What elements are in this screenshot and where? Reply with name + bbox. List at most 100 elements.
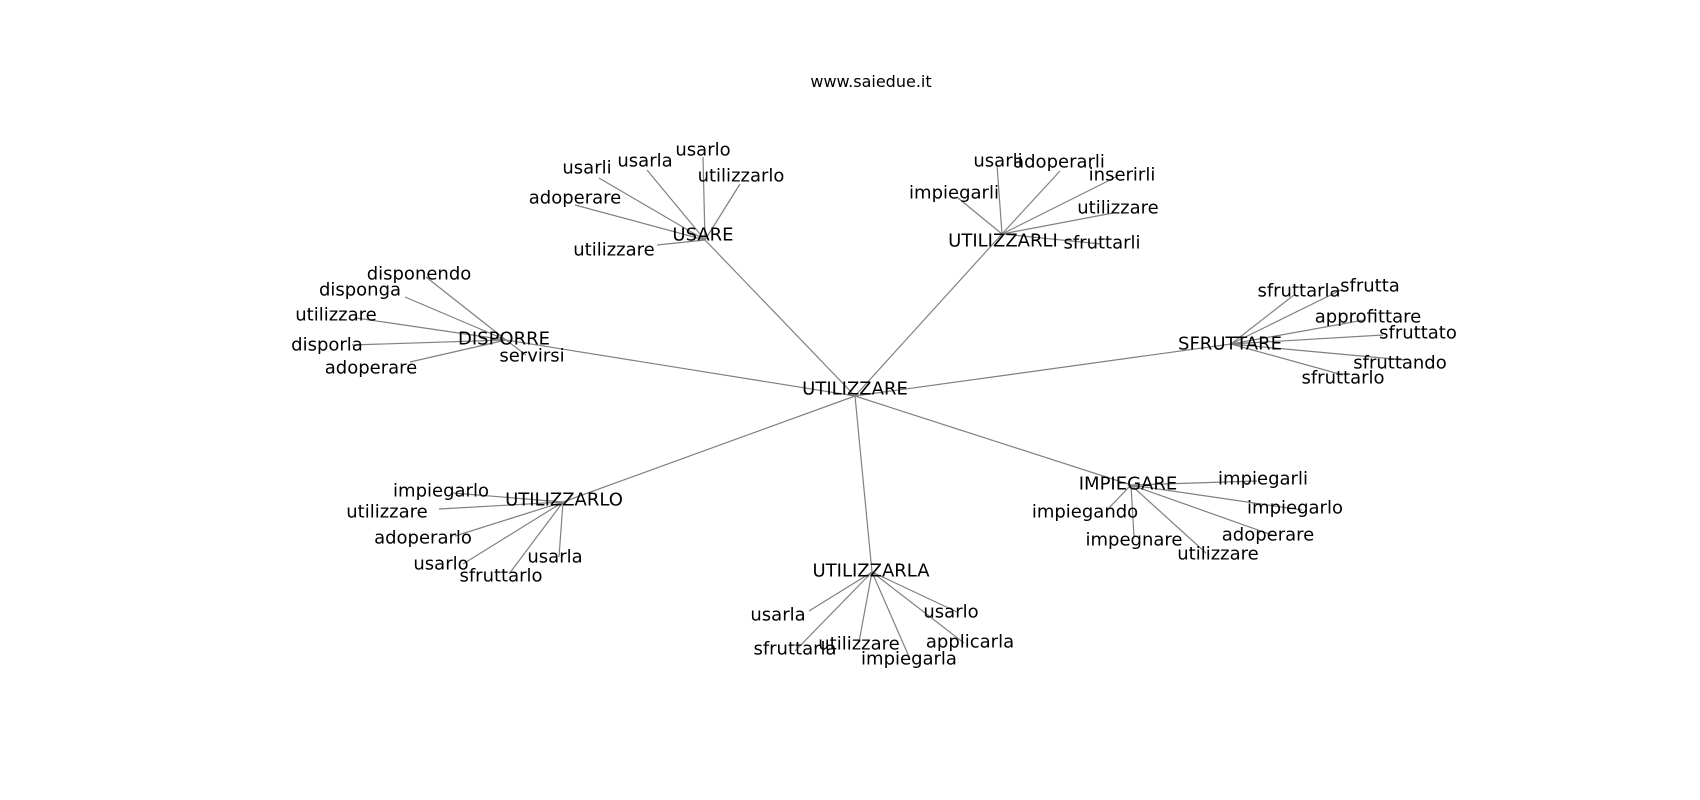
leaf-node-label: utilizzare	[346, 502, 427, 523]
leaf-node-label: usarlo	[413, 554, 468, 575]
leaf-node-label: usarli	[973, 151, 1022, 172]
leaf-node-label: utilizzare	[818, 634, 899, 655]
leaf-node-label: utilizzarlo	[698, 166, 785, 187]
edge-hub-to-leaf	[1230, 343, 1344, 376]
diagram-title: www.saiedue.it	[810, 72, 931, 91]
edge-hub-to-leaf	[1130, 480, 1258, 486]
edge-center-to-hub	[854, 343, 1232, 397]
edge-hub-to-leaf	[1001, 233, 1102, 245]
edge-hub-to-leaf	[574, 204, 706, 241]
leaf-node-label: impiegarlo	[1247, 498, 1343, 519]
edge-hub-to-leaf	[1130, 484, 1276, 537]
edge-hub-to-leaf	[1230, 288, 1344, 345]
edge-hub-to-leaf	[996, 164, 1003, 235]
leaf-node-label: usarla	[750, 605, 805, 626]
leaf-node-label: sfrutta	[1340, 276, 1400, 297]
leaf-node-label: impiegarli	[1218, 469, 1308, 490]
leaf-node-label: usarla	[617, 151, 672, 172]
hub-node-label: UTILIZZARLO	[505, 490, 623, 511]
edge-hub-to-leaf	[462, 501, 564, 565]
leaf-node-label: adoperare	[325, 358, 417, 379]
edge-hub-to-leaf	[1130, 484, 1135, 538]
edge-hub-to-leaf	[1230, 294, 1295, 345]
leaf-node-label: adoperare	[1222, 525, 1314, 546]
leaf-node-label: impiegando	[1032, 502, 1138, 523]
edge-hub-to-leaf	[808, 571, 873, 612]
edge-center-to-hub	[562, 395, 856, 503]
edges-layer	[351, 156, 1406, 660]
edge-hub-to-leaf	[425, 276, 507, 341]
edge-center-to-hub	[505, 339, 856, 397]
leaf-node-label: usarlo	[923, 602, 978, 623]
edge-hub-to-leaf	[558, 501, 564, 558]
edge-hub-to-leaf	[454, 501, 564, 537]
edge-hub-to-leaf	[1001, 175, 1119, 235]
edge-hub-to-leaf	[351, 339, 507, 346]
hub-node-label: DISPORRE	[458, 329, 550, 350]
leaf-node-label: utilizzare	[1177, 544, 1258, 565]
edge-hub-to-leaf	[1130, 484, 1303, 511]
leaf-node-label: sfruttato	[1379, 323, 1457, 344]
edge-hub-to-leaf	[438, 501, 564, 510]
leaf-node-label: disponendo	[367, 264, 472, 285]
edge-hub-to-leaf	[508, 501, 564, 575]
leaf-node-label: utilizzare	[573, 240, 654, 261]
edge-hub-to-leaf	[957, 197, 1003, 235]
leaf-node-label: sfruttarla	[1257, 281, 1340, 302]
edge-hub-to-leaf	[1230, 334, 1384, 345]
leaf-node-label: impegnare	[1086, 530, 1183, 551]
leaf-node-label: usarlo	[675, 140, 730, 161]
edge-hub-to-leaf	[871, 571, 958, 613]
leaf-node-label: sfruttando	[1353, 353, 1447, 374]
edge-hub-to-leaf	[598, 177, 706, 241]
edge-hub-to-leaf	[409, 339, 507, 363]
edge-hub-to-leaf	[702, 156, 706, 241]
edge-center-to-hub	[854, 395, 873, 573]
hub-node-label: UTILIZZARLI	[948, 231, 1058, 252]
edge-hub-to-leaf	[505, 339, 527, 356]
leaf-node-label: approfittare	[1315, 307, 1421, 328]
edge-hub-to-leaf	[1106, 484, 1132, 511]
edge-hub-to-leaf	[1130, 484, 1207, 554]
edge-hub-to-leaf	[794, 571, 873, 652]
leaf-node-label: sfruttarlo	[1301, 368, 1384, 389]
edge-hub-to-leaf	[355, 317, 507, 341]
leaf-node-label: sfruttarli	[1063, 233, 1140, 254]
hub-node-label: USARE	[672, 225, 733, 246]
edge-center-to-hub	[854, 233, 1003, 397]
edge-hub-to-leaf	[646, 169, 706, 241]
leaf-node-label: sfruttarlo	[459, 566, 542, 587]
edge-hub-to-leaf	[1001, 170, 1061, 235]
center-node-label: UTILIZZARE	[802, 379, 908, 400]
edge-center-to-hub	[854, 395, 1132, 486]
leaf-node-label: impiegarlo	[393, 481, 489, 502]
leaf-node-label: servirsi	[499, 346, 564, 367]
leaf-node-label: disporla	[291, 335, 363, 356]
edge-hub-to-leaf	[871, 571, 911, 660]
edge-hub-to-leaf	[1001, 212, 1114, 235]
leaf-node-label: impiegarla	[861, 649, 957, 670]
edge-hub-to-leaf	[452, 492, 564, 503]
edge-hub-to-leaf	[404, 296, 507, 341]
edge-center-to-hub	[704, 239, 856, 397]
edge-hub-to-leaf	[656, 239, 706, 246]
leaf-node-label: adoperarli	[1013, 152, 1105, 173]
leaf-node-label: utilizzare	[295, 305, 376, 326]
leaf-node-label: disponga	[319, 280, 401, 301]
edge-hub-to-leaf	[1230, 319, 1365, 345]
leaf-node-label: utilizzare	[1077, 198, 1158, 219]
leaf-node-label: adoperarlo	[374, 528, 472, 549]
hub-node-label: UTILIZZARLA	[812, 561, 930, 582]
edge-hub-to-leaf	[704, 183, 741, 241]
hub-node-label: IMPIEGARE	[1079, 474, 1178, 495]
leaf-node-label: impiegarli	[909, 183, 999, 204]
leaf-node-label: usarli	[562, 158, 611, 179]
leaf-node-label: usarla	[527, 547, 582, 568]
leaf-node-label: adoperare	[529, 188, 621, 209]
hub-node-label: SFRUTTARE	[1178, 334, 1282, 355]
leaf-node-label: applicarla	[926, 632, 1014, 653]
edge-hub-to-leaf	[871, 571, 965, 644]
leaf-node-label: inserirli	[1089, 165, 1156, 186]
